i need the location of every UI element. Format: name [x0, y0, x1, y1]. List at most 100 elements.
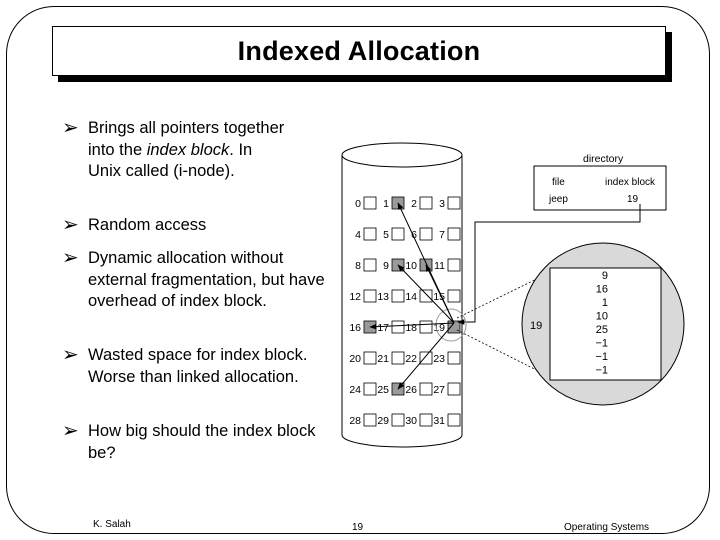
disk-block-2: [419, 196, 433, 210]
disk-block-17: [391, 320, 405, 334]
disk-block-24: [363, 382, 377, 396]
disk-block-13: [391, 289, 405, 303]
disk-block-number: 24: [349, 384, 361, 396]
index-block-entry: 9: [602, 270, 608, 282]
directory-file-name: jeep: [548, 194, 568, 205]
index-pointer-arrows: [369, 202, 455, 390]
disk-block-number: 29: [377, 415, 389, 427]
disk-block-number: 1: [383, 198, 389, 210]
bullet-3: ➢ Dynamic allocation without external fra…: [62, 248, 328, 313]
bullet-5: ➢ How big should the index block be?: [62, 421, 328, 464]
bullet-2: ➢ Random access: [62, 215, 328, 237]
disk-block-29: [391, 413, 405, 427]
index-block-entry: 16: [596, 284, 608, 296]
index-block-entry: −1: [595, 338, 608, 350]
pointer-arrow-to-block-10: [425, 264, 455, 324]
bullet-arrow-icon: ➢: [62, 344, 79, 366]
block-19-highlight: [435, 308, 467, 342]
disk-block-3: [447, 196, 461, 210]
disk-block-number: 0: [355, 198, 361, 210]
bullet-text: How big should the index block be?: [88, 422, 316, 462]
disk-block-number: 11: [434, 260, 445, 272]
disk-block-15: [447, 289, 461, 303]
disk-block-number: 15: [433, 291, 445, 303]
disk-block-6: [419, 227, 433, 241]
disk-block-number: 9: [383, 260, 389, 272]
bullet-arrow-icon: ➢: [62, 247, 79, 269]
bullet-text: index block: [146, 140, 230, 159]
disk-block-number: 22: [405, 353, 417, 365]
disk-block-11: [447, 258, 461, 272]
bullet-arrow-icon: ➢: [62, 117, 79, 139]
disk-block-21: [391, 351, 405, 365]
directory-index-value: 19: [627, 194, 639, 205]
directory-table: directory file index block jeep 19: [533, 153, 667, 211]
slide-title: Indexed Allocation: [237, 35, 481, 66]
disk-block-number: 25: [377, 384, 389, 396]
index-block-entry: 10: [596, 311, 608, 323]
disk-block-23: [447, 351, 461, 365]
slide-frame: [6, 6, 710, 534]
disk-block-number: 21: [377, 353, 389, 365]
disk-block-0: [363, 196, 377, 210]
disk-block-number: 28: [349, 415, 361, 427]
disk-block-number: 14: [405, 291, 417, 303]
bullet-arrow-icon: ➢: [62, 214, 79, 236]
bullet-text: Brings all pointers together into the: [88, 119, 285, 159]
disk-block-number: 4: [355, 229, 361, 241]
directory-pointer-line: [457, 204, 641, 325]
disk-block-8: [363, 258, 377, 272]
disk-block-31: [447, 413, 461, 427]
disk-block-number: 19: [433, 322, 445, 334]
footer-page-number: 19: [352, 522, 364, 533]
index-block-entry: −1: [595, 351, 608, 363]
disk-block-number: 20: [349, 353, 361, 365]
disk-block-number: 10: [405, 260, 417, 272]
disk-block-number: 8: [355, 260, 361, 272]
disk-block-28: [363, 413, 377, 427]
disk-block-number: 3: [439, 198, 445, 210]
disk-block-14: [419, 289, 433, 303]
index-block-entry: 25: [596, 324, 608, 336]
disk-block-number: 30: [405, 415, 417, 427]
index-block-box: [549, 267, 662, 381]
disk-block-number: 23: [433, 353, 445, 365]
disk-block-12: [363, 289, 377, 303]
disk-block-number: 31: [433, 415, 445, 427]
footer-course: Operating Systems: [564, 522, 650, 533]
disk-block-27: [447, 382, 461, 396]
footer-author: K. Salah: [93, 519, 131, 530]
disk-block-7: [447, 227, 461, 241]
disk-block-number: 16: [349, 322, 361, 334]
bullet-text: Dynamic allocation without external frag…: [88, 249, 325, 310]
bullet-arrow-icon: ➢: [62, 420, 79, 442]
bullet-text: Random access: [88, 216, 207, 234]
bullet-1: ➢ Brings all pointers together into the i…: [62, 118, 288, 183]
disk-block-number: 7: [439, 229, 445, 241]
pointer-arrow-to-block-25: [397, 322, 455, 390]
index-block-entry: 1: [602, 297, 608, 309]
disk-block-number: 13: [377, 291, 389, 303]
pointer-arrow-to-block-9: [397, 264, 455, 324]
directory-title: directory: [583, 153, 624, 165]
title-box: Indexed Allocation: [52, 26, 666, 76]
directory-box: [533, 165, 667, 211]
disk-block-26: [419, 382, 433, 396]
directory-col-file: file: [552, 177, 565, 188]
disk-block-number: 12: [349, 291, 361, 303]
disk-block-18: [419, 320, 433, 334]
disk-block-number: 26: [405, 384, 417, 396]
directory-col-index-block: index block: [605, 177, 656, 188]
bullet-4: ➢Wasted space for index block. Worse tha…: [62, 345, 328, 388]
disk-block-number: 5: [383, 229, 389, 241]
disk-block-30: [419, 413, 433, 427]
index-block-label: 19: [530, 320, 542, 332]
disk-block-22: [419, 351, 433, 365]
index-block-entry: −1: [595, 365, 608, 377]
disk-block-number: 17: [377, 322, 389, 334]
disk-block-number: 2: [411, 198, 417, 210]
